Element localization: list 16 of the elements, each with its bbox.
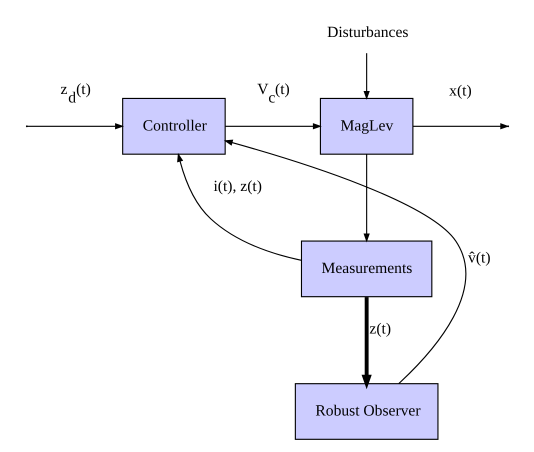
arrow bbox=[361, 297, 372, 390]
arrow bbox=[363, 154, 370, 242]
arrow bbox=[26, 123, 124, 130]
edge-label: i(t), z(t) bbox=[212, 178, 262, 196]
edge-label: v̂(t) bbox=[468, 249, 490, 266]
arrow bbox=[223, 140, 466, 384]
node-box: Controller bbox=[122, 98, 226, 155]
node-box: MagLev bbox=[319, 98, 413, 155]
edge-label: x(t) bbox=[448, 82, 472, 100]
node-text: Disturbances bbox=[326, 24, 408, 41]
arrow bbox=[225, 123, 322, 130]
node-box: Measurements bbox=[300, 240, 432, 298]
arrow bbox=[176, 152, 301, 261]
node-box: Robust Observer bbox=[294, 383, 438, 440]
arrow bbox=[363, 53, 370, 100]
edge-label: z(t) bbox=[368, 320, 391, 338]
